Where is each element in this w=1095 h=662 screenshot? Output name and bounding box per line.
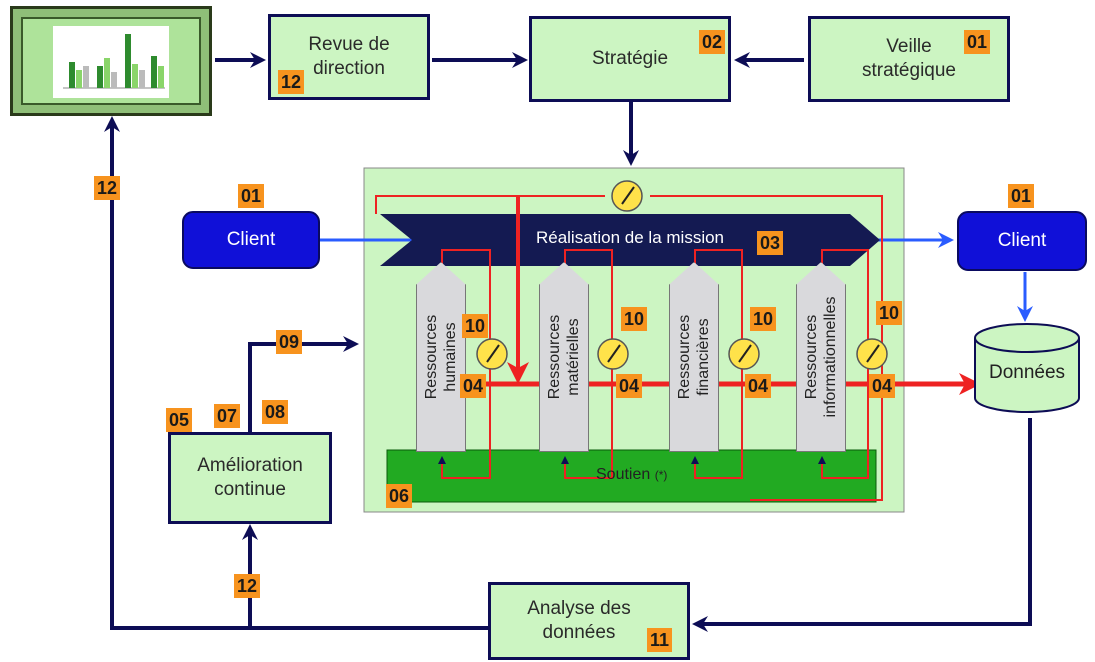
badge-gauge-4: 10: [876, 301, 903, 325]
badge-strategie: 02: [699, 30, 726, 54]
badge-soutien: 06: [386, 484, 413, 508]
soutien-label: Soutien: [596, 466, 651, 483]
pillar-label: Ressources humaines: [423, 314, 459, 400]
gauge-icon: [611, 180, 643, 212]
badge-client-right: 01: [1008, 184, 1035, 208]
pillar-ressources-materielles: Ressources matérielles: [539, 262, 589, 452]
analyse-donnees-label: Analyse des données: [527, 598, 631, 643]
pillar-ressources-financieres: Ressources financières: [669, 262, 719, 452]
donnees-label: Données: [988, 362, 1066, 383]
badge-improve-arrow: 09: [276, 330, 303, 354]
badge-flow-4: 04: [869, 374, 896, 398]
pillar-label: Ressources matérielles: [546, 314, 582, 400]
veille-strategique-label: Veille stratégique: [861, 36, 956, 81]
badge-client-left: 01: [238, 184, 265, 208]
chart-monitor: [10, 6, 212, 116]
badge-gauge-3: 10: [750, 307, 777, 331]
mission-chevron: [380, 214, 880, 266]
amelioration-continue-box: Amélioration continue: [168, 432, 332, 524]
soutien-label-wrap: Soutien (*): [596, 466, 667, 484]
badge-revue: 12: [278, 70, 305, 94]
client-left-label: Client: [226, 229, 276, 250]
gauge-icon: [856, 338, 888, 370]
client-right-label: Client: [997, 230, 1047, 251]
strategie-label: Stratégie: [591, 48, 669, 70]
badge-amelioration-b: 07: [214, 404, 241, 428]
badge-flow-3: 04: [745, 374, 772, 398]
badge-flow-1: 04: [460, 374, 487, 398]
amelioration-continue-label: Amélioration continue: [197, 455, 303, 500]
badge-amelioration-a: 05: [166, 408, 193, 432]
soutien-bar: [386, 449, 877, 503]
badge-gauge-1: 10: [462, 314, 489, 338]
strategie-box: Stratégie: [529, 16, 731, 102]
badge-veille: 01: [964, 30, 991, 54]
pillar-ressources-humaines: Ressources humaines: [416, 262, 466, 452]
pillar-label: Ressources informationnelles: [803, 296, 839, 418]
client-left: Client: [182, 211, 320, 269]
bar-chart-icon: [53, 26, 169, 98]
badge-gauge-2: 10: [621, 307, 648, 331]
soutien-note: (*): [654, 468, 668, 482]
gauge-icon: [597, 338, 629, 370]
pillar-ressources-informationnelles: Ressources informationnelles: [796, 262, 846, 452]
data-cylinder-icon: [974, 323, 1080, 413]
mission-label: Réalisation de la mission: [535, 228, 725, 247]
badge-amelioration-c: 08: [262, 400, 289, 424]
pillar-label: Ressources financières: [676, 314, 712, 400]
gauge-icon: [728, 338, 760, 370]
revue-direction-box: Revue de direction: [268, 14, 430, 100]
client-right: Client: [957, 211, 1087, 271]
gauge-icon: [476, 338, 508, 370]
veille-strategique-box: Veille stratégique: [808, 16, 1010, 102]
badge-mission: 03: [757, 231, 784, 255]
badge-analyse: 11: [647, 628, 673, 652]
revue-direction-label: Revue de direction: [308, 34, 390, 79]
badge-bottom-up: 12: [234, 574, 261, 598]
badge-left-vertical: 12: [94, 176, 121, 200]
badge-flow-2: 04: [616, 374, 643, 398]
